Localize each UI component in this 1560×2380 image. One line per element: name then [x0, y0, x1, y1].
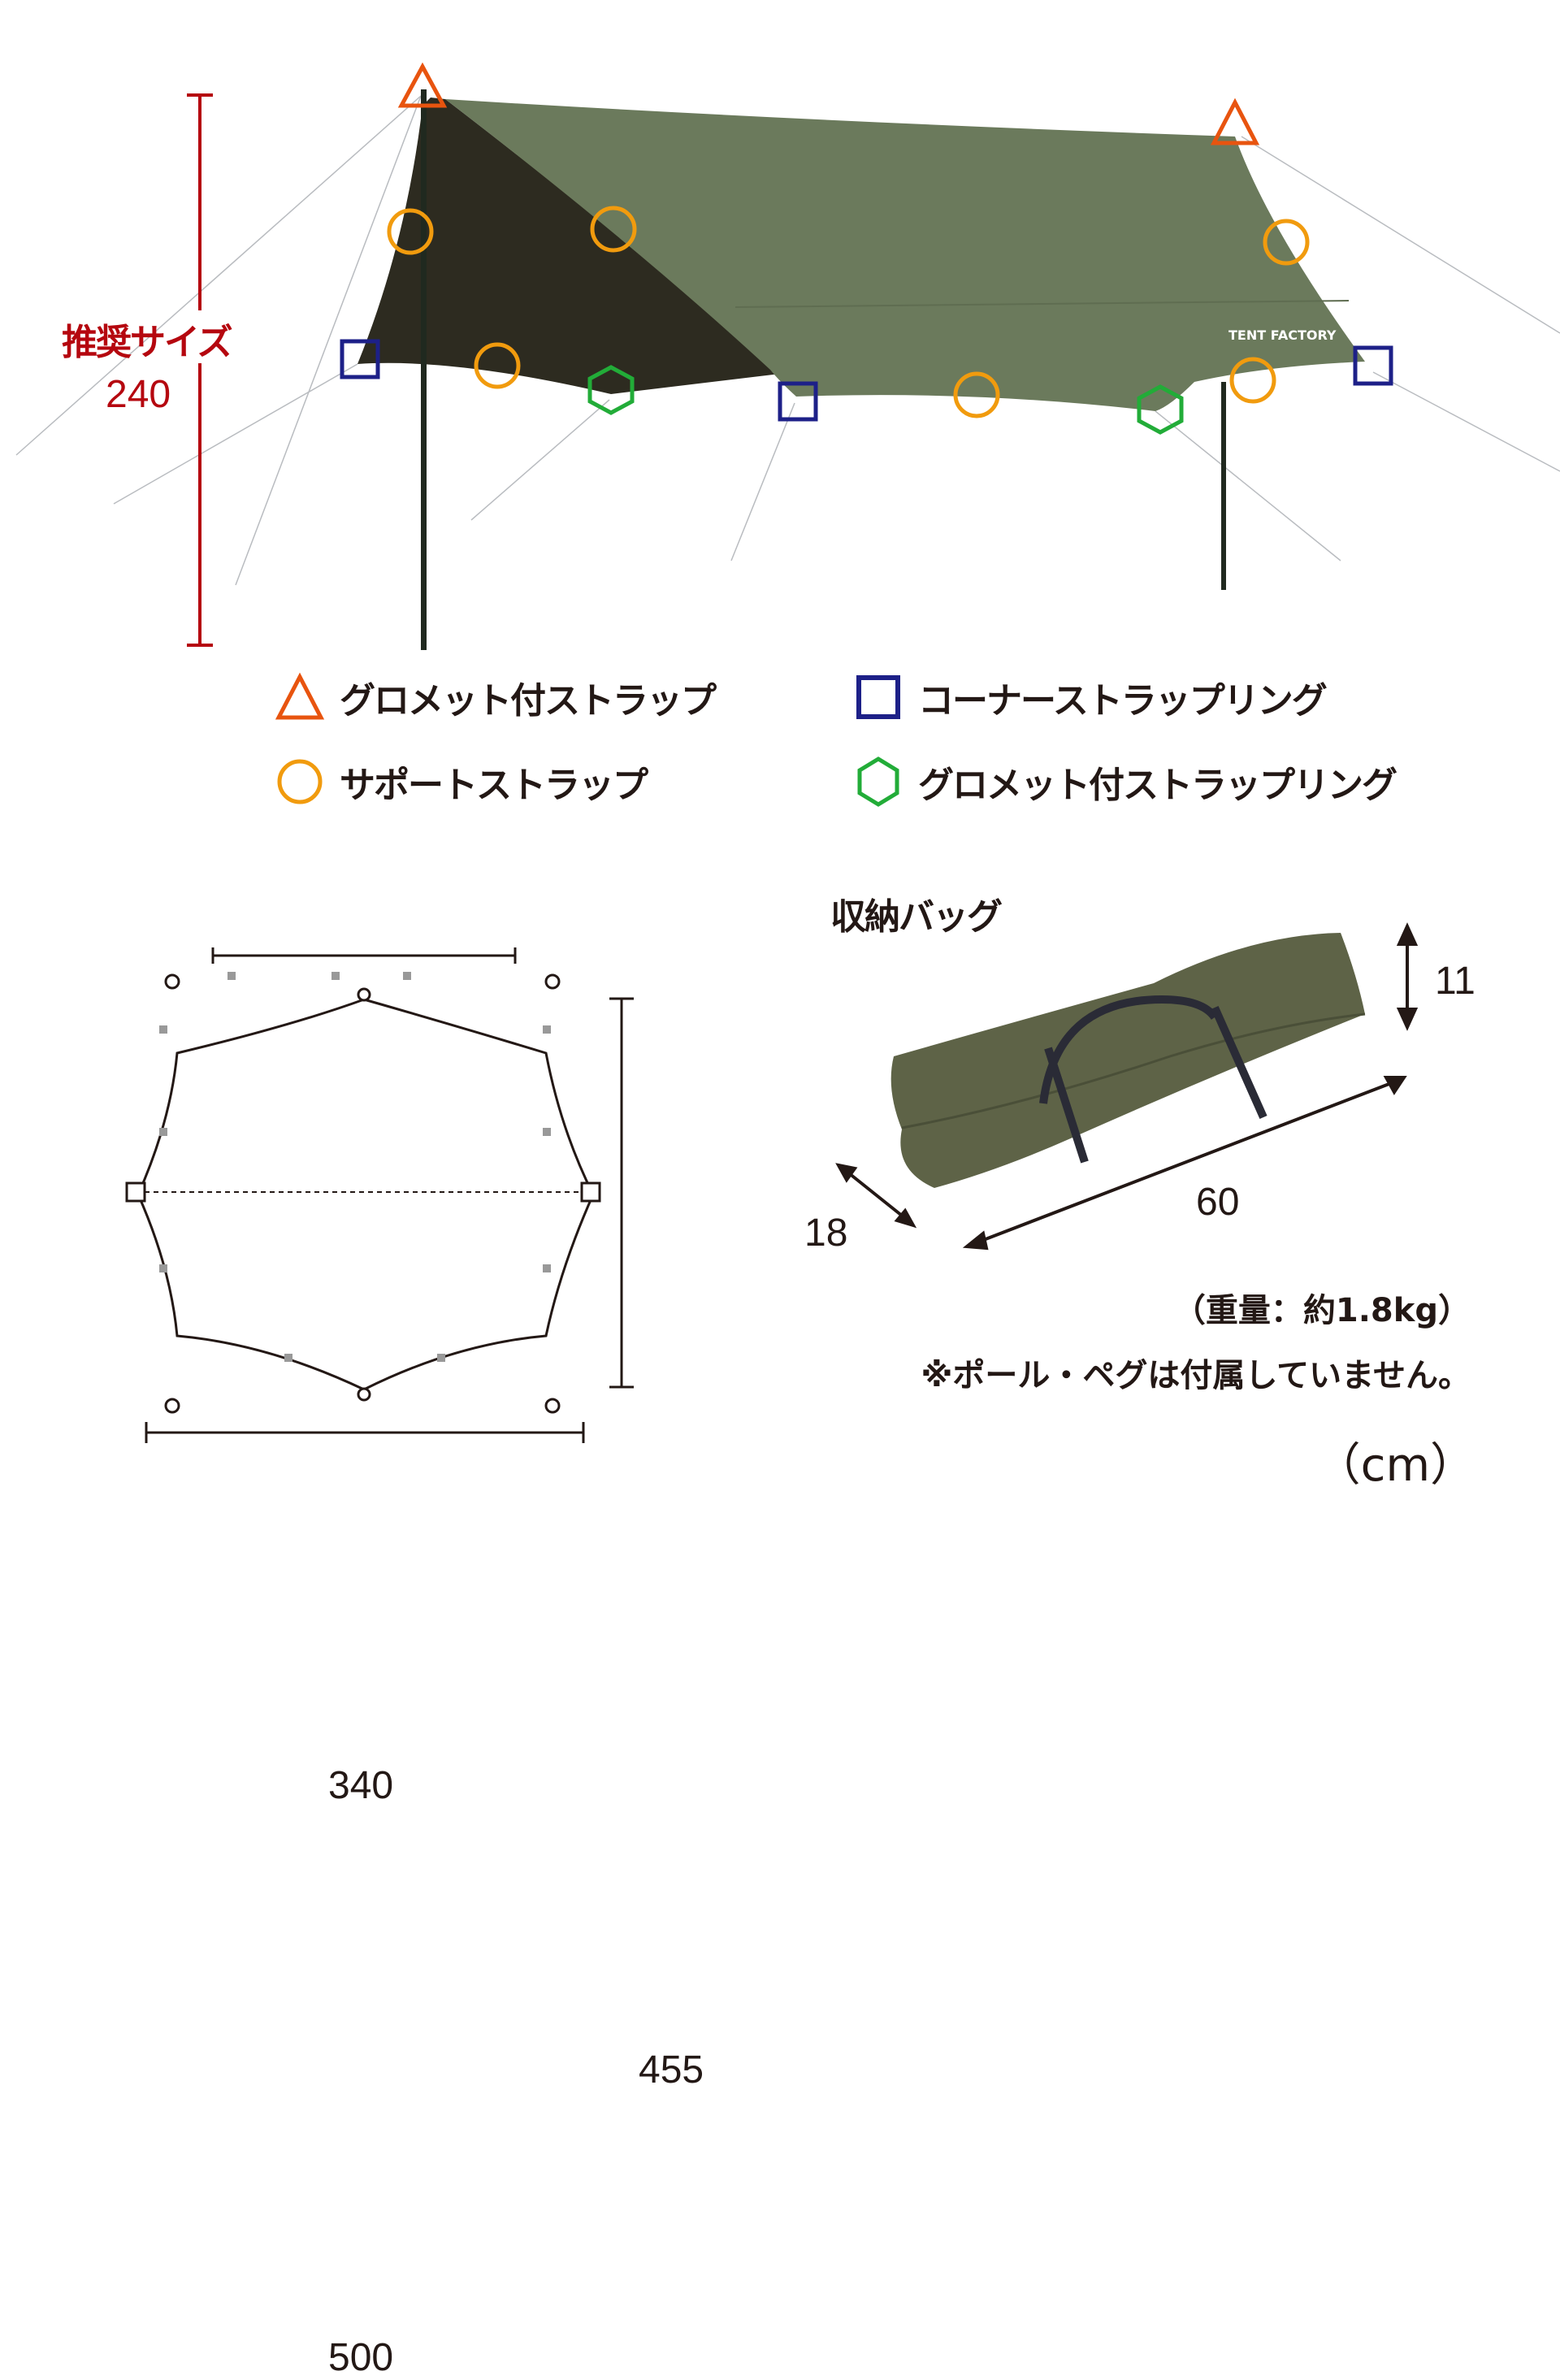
legend-label: コーナーストラップリング	[918, 680, 1328, 722]
legend-label: グロメット付ストラップリング	[918, 765, 1398, 806]
triangle-marker	[397, 62, 448, 108]
square-marker	[778, 381, 818, 422]
circle-marker	[1263, 219, 1310, 266]
hexagon-icon	[857, 756, 899, 807]
square-marker	[340, 339, 380, 379]
circle-icon	[277, 759, 323, 804]
top-width-value: 340	[328, 1764, 394, 1807]
legend-item-corner-ring: コーナーストラップリング	[853, 673, 1328, 722]
legend-item-grommet-strap: グロメット付ストラップ	[275, 672, 717, 722]
bottom-width-value: 500	[328, 2336, 394, 2379]
pole-right	[1221, 382, 1226, 590]
legend-item-support-strap: サポートストラップ	[275, 757, 648, 806]
square-icon	[856, 675, 900, 719]
recommended-size-label: 推奨サイズ	[62, 322, 233, 363]
bag-length-value: 60	[1196, 1181, 1240, 1224]
tarp-drawing: TENT FACTORY	[15, 62, 1560, 650]
bag-depth-value: 18	[804, 1212, 848, 1255]
floor-plan-drawing	[125, 947, 634, 1443]
bag-height-value: 11	[1435, 960, 1476, 1003]
triangle-icon	[275, 672, 325, 720]
bag-title: 収納バッグ	[830, 896, 1003, 938]
circle-marker	[590, 206, 637, 253]
circle-marker	[953, 371, 1000, 418]
weight-note: （重量：約1.8kg）	[1172, 1292, 1471, 1329]
circle-marker	[1229, 357, 1276, 404]
disclaimer-note: ※ポール・ペグは付属していません。	[921, 1357, 1471, 1394]
height-value: 455	[639, 2048, 704, 2092]
tarp-main-panel	[445, 99, 1365, 411]
circle-marker	[474, 342, 521, 389]
legend-label: グロメット付ストラップ	[340, 680, 717, 722]
legend-item-grommet-ring: グロメット付ストラップリング	[853, 756, 1398, 807]
recommended-size-value: 240	[106, 373, 171, 416]
tent-factory-logo: TENT FACTORY	[1228, 327, 1337, 343]
tarp-illustration: TENT FACTORY 推奨サイズ 240	[0, 0, 1560, 666]
circle-marker	[387, 208, 434, 255]
pole-left	[421, 89, 427, 650]
guy-lines	[15, 95, 1560, 586]
floor-plan: 340 455 500	[0, 878, 780, 2379]
square-marker	[1353, 345, 1393, 386]
unit-note: （cm）	[1315, 1439, 1476, 1492]
height-dimension-line	[187, 93, 213, 647]
bag-drawing	[835, 922, 1419, 1251]
hexagon-marker	[587, 365, 635, 415]
triangle-marker	[1210, 98, 1260, 145]
legend-label: サポートストラップ	[340, 765, 648, 806]
hexagon-marker	[1137, 384, 1184, 435]
storage-bag: 収納バッグ 11 18 60	[780, 878, 1560, 1560]
tarp-shadow-panel	[358, 98, 780, 394]
